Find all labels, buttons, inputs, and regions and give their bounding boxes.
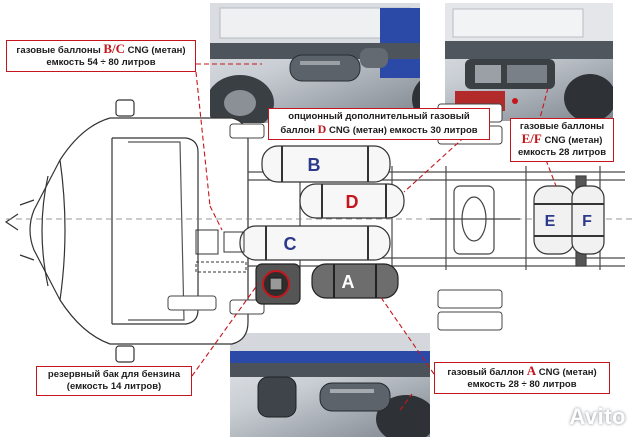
leader-lines <box>191 63 557 411</box>
callout-a-letter: A <box>526 363 537 378</box>
label-c: C <box>284 234 297 254</box>
callout-d-line2: баллон D CNG (метан) емкость 30 литров <box>273 123 485 137</box>
label-a: A <box>342 272 355 292</box>
callout-bc-prefix: газовые баллоны <box>16 45 104 56</box>
callout-tanks-bc: газовые баллоны B/C CNG (метан) емкость … <box>6 40 196 72</box>
label-e: E <box>545 213 556 230</box>
callout-ef-capacity: емкость 28 литров <box>517 147 607 158</box>
callout-tanks-ef: газовые баллоны E/F CNG (метан) емкость … <box>510 118 614 162</box>
label-b: B <box>308 155 321 175</box>
label-f: F <box>582 213 592 230</box>
callout-reserve-line1: резервный бак для бензина <box>47 369 181 380</box>
front-brackets <box>195 229 247 273</box>
callout-a-suffix: CNG (метан) <box>536 367 597 378</box>
callout-bc-capacity: емкость 54 ÷ 80 литров <box>46 57 156 68</box>
callout-bc-line1: газовые баллоны B/C CNG (метан) <box>11 41 191 57</box>
avito-watermark: Avito <box>569 404 626 429</box>
callout-d-suffix: CNG (метан) емкость 30 литров <box>326 125 478 136</box>
tank-a <box>311 263 399 299</box>
callout-a-line1: газовый баллон A CNG (метан) <box>439 363 605 379</box>
callout-ef-line2: E/F CNG (метан) <box>515 131 609 147</box>
tank-d <box>299 183 405 219</box>
callout-tank-a: газовый баллон A CNG (метан) емкость 28 … <box>434 362 610 394</box>
callout-d-letter: D <box>317 122 327 136</box>
truck-cab <box>4 99 249 363</box>
photo-top-center-drawing <box>210 3 420 123</box>
callout-d-prefix: баллон <box>280 125 318 136</box>
photo-top-center <box>210 3 420 123</box>
reserve-petrol-tank <box>255 263 301 305</box>
callout-a-capacity: емкость 28 ÷ 80 литров <box>467 379 577 390</box>
callout-d-line1: опционный дополнительный газовый <box>288 111 470 122</box>
photo-bottom-center <box>230 333 430 437</box>
tanks-ef <box>533 185 605 255</box>
tank-c <box>239 225 391 261</box>
callout-ef-line1: газовые баллоны <box>519 121 605 132</box>
callout-bc-suffix: CNG (метан) <box>125 45 186 56</box>
photo-bottom-center-drawing <box>230 333 430 437</box>
callout-ef-letter: E/F <box>521 131 542 146</box>
callout-bc-letter: B/C <box>103 41 125 56</box>
label-d: D <box>346 192 359 212</box>
callout-reserve-capacity: (емкость 14 литров) <box>66 381 162 392</box>
callout-reserve-tank: резервный бак для бензина (емкость 14 ли… <box>36 366 192 396</box>
tank-b <box>261 145 391 183</box>
callout-a-prefix: газовый баллон <box>447 367 527 378</box>
callout-tank-d: опционный дополнительный газовый баллон … <box>268 108 490 140</box>
callout-ef-suffix: CNG (метан) <box>541 135 603 146</box>
